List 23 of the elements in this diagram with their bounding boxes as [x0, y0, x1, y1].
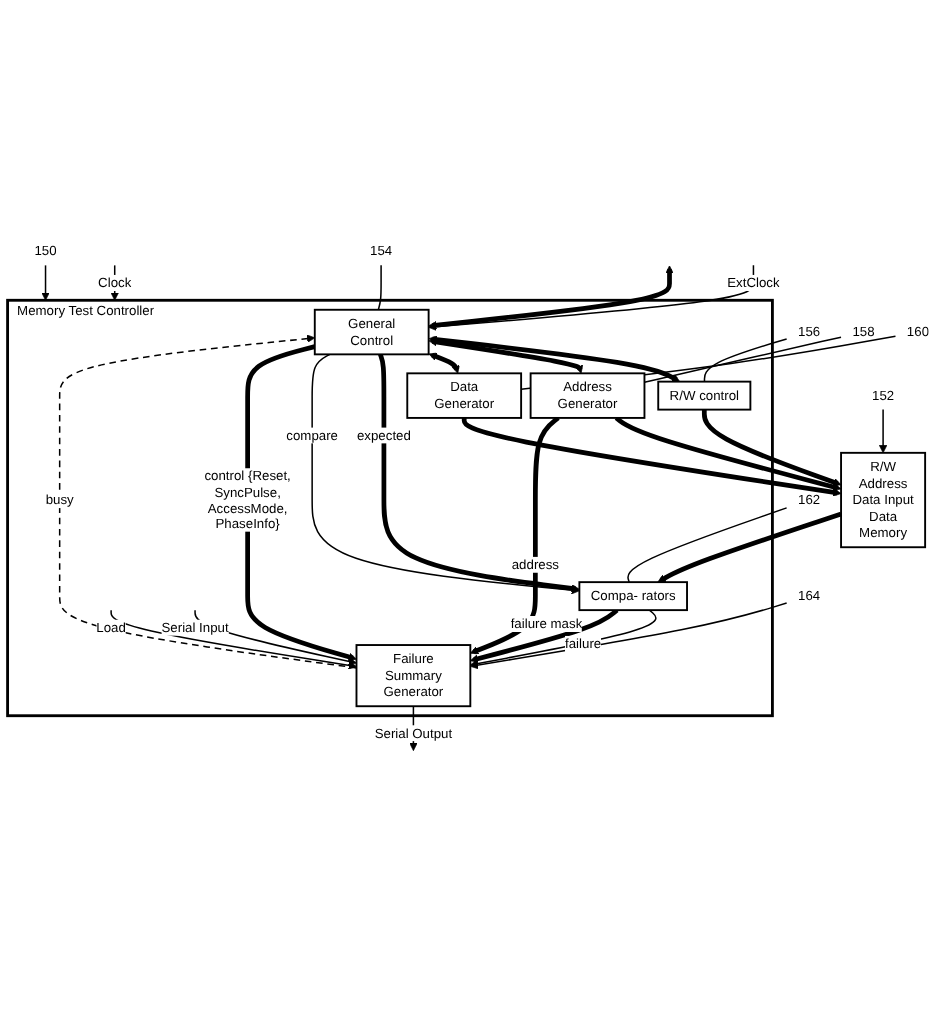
arrow — [701, 409, 842, 487]
arrow — [657, 511, 842, 583]
arrow — [311, 353, 580, 595]
leader-line — [377, 264, 382, 311]
leader-line — [627, 507, 788, 583]
leader-line — [643, 336, 842, 384]
leader-line — [703, 338, 788, 383]
arrow — [428, 265, 674, 330]
arrow — [614, 416, 842, 492]
leader-line — [469, 602, 788, 670]
arrow — [110, 609, 357, 670]
arrow — [461, 417, 842, 497]
arrow — [110, 264, 119, 301]
arrow — [378, 353, 580, 593]
leader-line — [878, 408, 888, 454]
arrow — [469, 416, 560, 655]
arrow — [428, 352, 460, 374]
leader-line — [41, 264, 50, 301]
arrow — [428, 335, 681, 382]
arrow — [58, 334, 358, 669]
arrow — [469, 608, 619, 663]
arrow — [428, 264, 755, 331]
arrow — [428, 337, 584, 374]
